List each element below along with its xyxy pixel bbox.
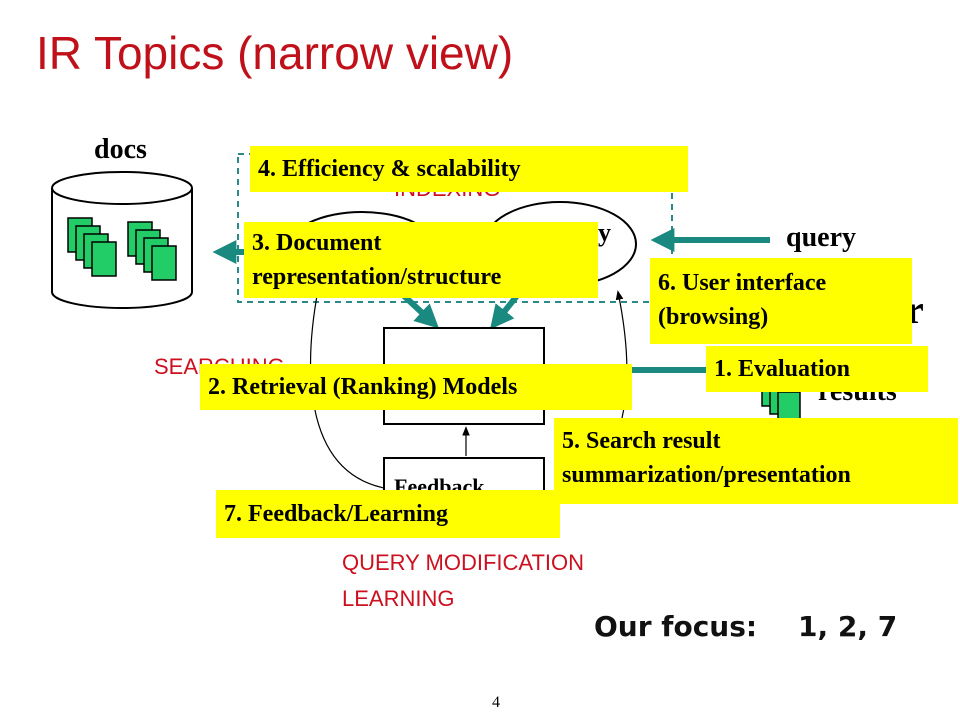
- learning-label: LEARNING: [342, 586, 455, 611]
- callout-retrieval-models: 2. Retrieval (Ranking) Models: [200, 364, 632, 410]
- focus-items: 1, 2, 7: [798, 610, 898, 643]
- docs-label: docs: [94, 134, 147, 165]
- callout-summarization: 5. Search result summarization/presentat…: [554, 418, 958, 504]
- callout-efficiency: 4. Efficiency & scalability: [250, 146, 688, 192]
- callout-doc-representation-line1: 3. Document: [252, 230, 382, 256]
- callout-evaluation: 1. Evaluation: [706, 346, 928, 392]
- callout-user-interface-line1: 6. User interface: [658, 270, 827, 296]
- callout-user-interface: 6. User interface (browsing): [650, 258, 912, 344]
- query-label: query: [786, 222, 856, 253]
- query-ellipse-text: y: [598, 218, 611, 247]
- callout-summarization-line1: 5. Search result: [562, 428, 721, 454]
- callout-summarization-line2: summarization/presentation: [562, 462, 851, 488]
- page-number: 4: [492, 694, 500, 711]
- callout-doc-representation-line2: representation/structure: [252, 264, 502, 290]
- query-modification-label: QUERY MODIFICATION: [342, 550, 585, 575]
- focus-label: Our focus:: [594, 610, 758, 643]
- callout-feedback-learning: 7. Feedback/Learning: [216, 490, 560, 538]
- slide-title: IR Topics (narrow view): [36, 27, 514, 79]
- callout-user-interface-line2: (browsing): [658, 304, 769, 330]
- callout-doc-representation: 3. Document representation/structure: [244, 222, 598, 298]
- docs-database-icon: [51, 171, 193, 309]
- doc-to-ranking-arrow: [399, 291, 440, 329]
